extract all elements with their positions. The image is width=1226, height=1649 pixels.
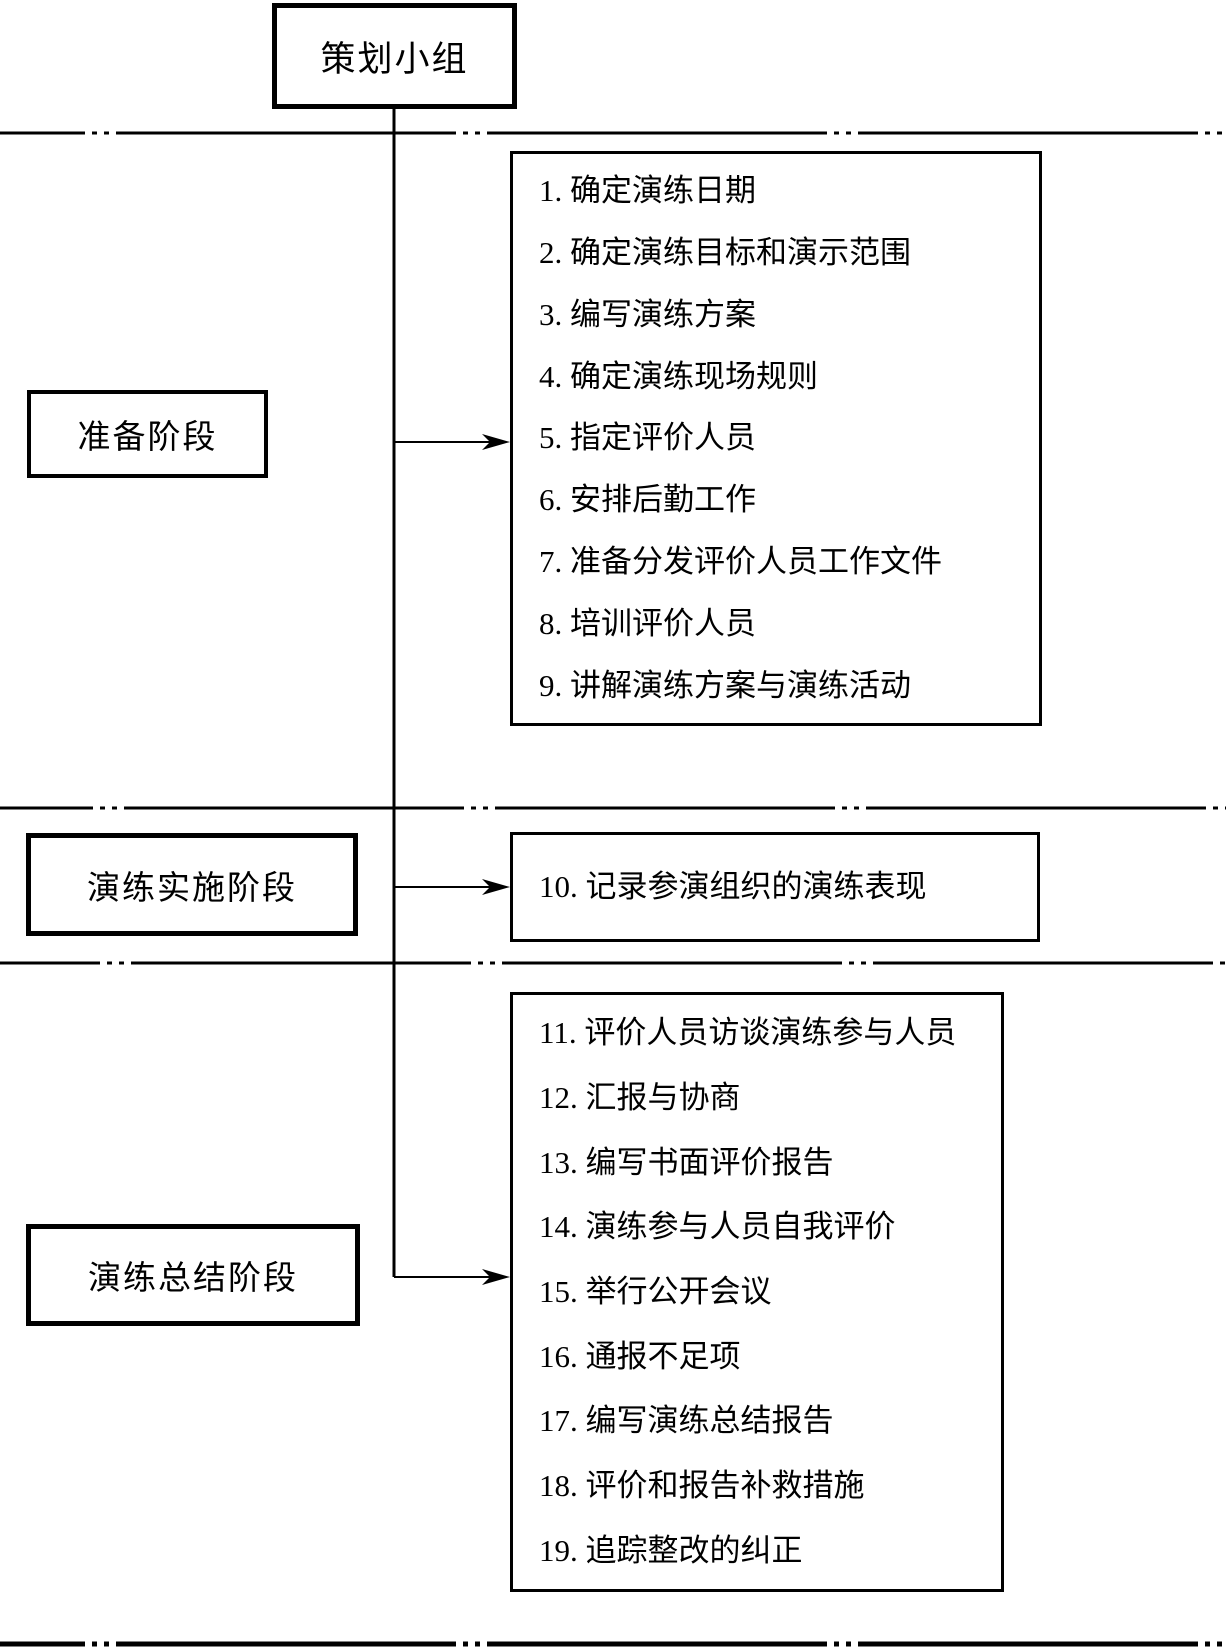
task-item: 12. 汇报与协商 <box>539 1079 741 1115</box>
arrow-head-icon <box>482 434 510 450</box>
task-item: 13. 编写书面评价报告 <box>539 1144 834 1180</box>
task-item: 3. 编写演练方案 <box>539 296 756 332</box>
arrow-head-icon <box>482 1269 510 1285</box>
task-item: 4. 确定演练现场规则 <box>539 358 818 394</box>
task-item: 5. 指定评价人员 <box>539 420 756 456</box>
task-item: 14. 演练参与人员自我评价 <box>539 1209 896 1245</box>
task-item: 10. 记录参演组织的演练表现 <box>539 868 927 904</box>
task-item: 7. 准备分发评价人员工作文件 <box>539 544 942 580</box>
task-item: 15. 举行公开会议 <box>539 1273 772 1309</box>
task-item: 9. 讲解演练方案与演练活动 <box>539 667 911 703</box>
task-item: 6. 安排后勤工作 <box>539 482 756 518</box>
arrow-head-icon <box>482 879 510 895</box>
task-item: 8. 培训评价人员 <box>539 606 756 642</box>
task-item: 19. 追踪整改的纠正 <box>539 1532 803 1568</box>
task-item: 17. 编写演练总结报告 <box>539 1403 834 1439</box>
task-list-implementation: 10. 记录参演组织的演练表现 <box>510 832 1040 942</box>
task-item: 11. 评价人员访谈演练参与人员 <box>539 1015 957 1051</box>
task-list-summary: 11. 评价人员访谈演练参与人员 12. 汇报与协商 13. 编写书面评价报告 … <box>510 992 1004 1592</box>
phase-box-implementation: 演练实施阶段 <box>26 833 358 936</box>
planning-group-label: 策划小组 <box>320 39 469 79</box>
phase-box-summary: 演练总结阶段 <box>26 1224 360 1326</box>
task-item: 2. 确定演练目标和演示范围 <box>539 234 911 270</box>
phase-label: 演练总结阶段 <box>88 1261 298 1297</box>
phase-label: 演练实施阶段 <box>87 870 297 907</box>
phase-box-preparation: 准备阶段 <box>27 390 268 478</box>
task-item: 18. 评价和报告补救措施 <box>539 1467 865 1503</box>
planning-group-box: 策划小组 <box>272 3 517 109</box>
phase-label: 准备阶段 <box>77 420 218 456</box>
task-item: 1. 确定演练日期 <box>539 172 756 208</box>
task-item: 16. 通报不足项 <box>539 1338 741 1374</box>
task-list-preparation: 1. 确定演练日期 2. 确定演练目标和演示范围 3. 编写演练方案 4. 确定… <box>510 151 1042 726</box>
